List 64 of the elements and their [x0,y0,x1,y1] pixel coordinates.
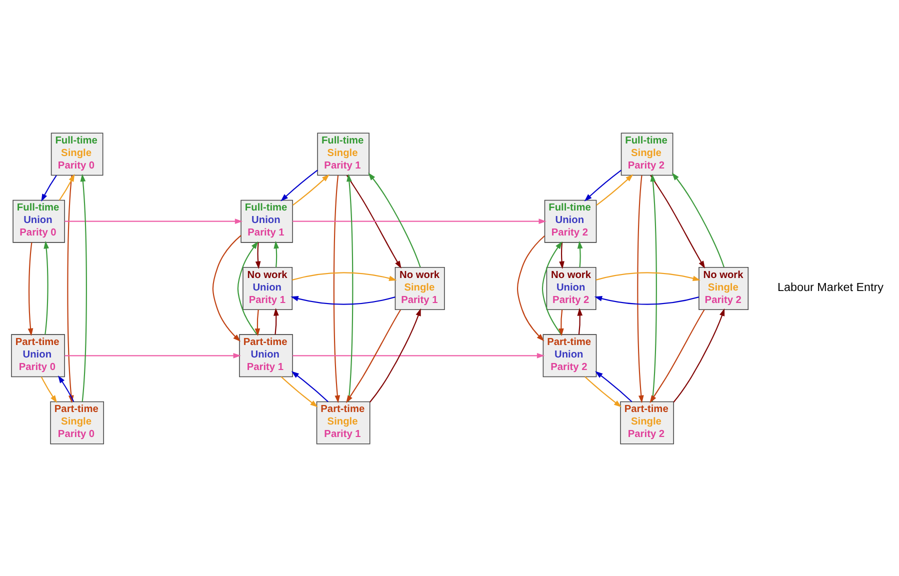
node-box: No work Union Parity 1 [242,266,293,310]
arrow [637,174,644,403]
arrow [542,240,562,334]
node-box: Part-time Union Parity 1 [239,334,293,377]
arrow [559,242,564,268]
node-box: No work Single Parity 2 [698,266,749,310]
arrow [594,296,700,304]
node-box: Full-time Union Parity 1 [240,199,293,242]
arrow [596,174,634,206]
node-box: Full-time Union Parity 2 [544,199,597,242]
arrow [292,218,546,224]
node-box: No work Union Parity 2 [546,266,596,310]
arrow [672,172,725,267]
arrow [650,309,705,403]
arrow [274,308,279,334]
arrow [64,218,243,224]
arrow [333,174,340,403]
node-box: Full-time Single Parity 1 [317,132,370,176]
arrow [346,309,401,403]
arrow [255,242,261,268]
arrow [237,240,258,334]
arrow [28,242,34,336]
arrow [64,352,241,358]
arrow [254,309,260,336]
arrow [212,234,242,342]
node-box: Full-time Union Parity 0 [12,199,65,242]
node-box: Part-time Single Parity 1 [316,400,370,444]
arrow [58,173,75,200]
label: Labour Market Entry [778,280,884,294]
arrow [595,370,632,402]
arrow [292,272,397,280]
arrow [558,309,564,336]
arrow [584,169,622,201]
arrow [280,169,318,201]
node-box: Part-time Union Parity 2 [542,334,597,377]
arrow [274,240,279,267]
arrow [290,296,396,304]
node-box: Full-time Single Parity 0 [50,132,104,176]
arrow [650,173,657,401]
arrow [370,308,421,402]
arrow [292,352,545,358]
arrow [584,376,622,407]
node-box: Part-time Single Parity 2 [620,400,674,444]
arrow [577,308,583,334]
arrow [292,174,330,206]
arrow [577,240,583,267]
arrow [516,234,545,341]
arrow [346,173,354,401]
arrow [41,174,57,202]
arrow [368,172,421,267]
arrow [40,376,58,402]
arrow [346,174,402,268]
arrow [58,374,74,402]
arrow [291,370,328,402]
arrow [650,174,706,268]
arrow [280,376,318,407]
arrow [44,240,49,334]
arrow [673,308,725,402]
arrow [80,173,87,401]
node-box: Part-time Union Parity 0 [11,334,65,377]
node-box: Part-time Single Parity 0 [50,400,104,444]
arrow [596,272,700,280]
node-box: Full-time Single Parity 2 [620,132,674,176]
node-box: No work Single Parity 1 [394,266,445,310]
